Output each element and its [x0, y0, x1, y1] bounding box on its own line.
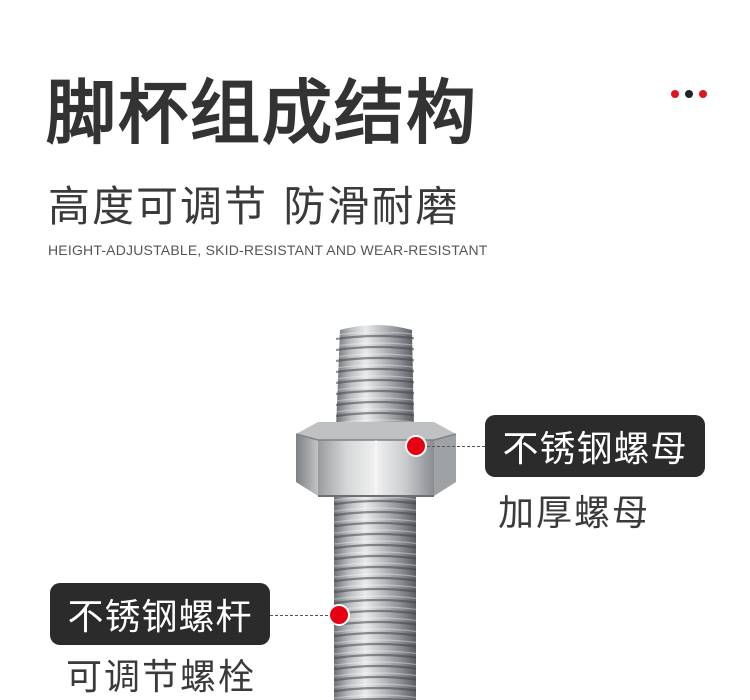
- page-subtitle: 高度可调节 防滑耐磨: [48, 182, 460, 231]
- english-subtitle: HEIGHT-ADJUSTABLE, SKID-RESISTANT AND WE…: [48, 242, 488, 258]
- page-title: 脚杯组成结构: [46, 72, 478, 154]
- nut-caption: 加厚螺母: [498, 493, 651, 534]
- red-dot-icon: [671, 90, 679, 98]
- red-dot-icon: [699, 90, 707, 98]
- rod-leader-line: [270, 615, 328, 616]
- bolt-lower-thread: [334, 496, 416, 700]
- rod-marker-dot-icon: [328, 604, 350, 626]
- nut-leader-line: [427, 446, 485, 447]
- hex-nut: [295, 422, 457, 497]
- bolt-upper-thread: [336, 325, 414, 428]
- nut-marker-dot-icon: [405, 435, 427, 457]
- nut-label-badge: 不锈钢螺母: [485, 415, 705, 477]
- decorative-dots: [671, 90, 711, 98]
- dark-dot-icon: [685, 90, 693, 98]
- rod-label-badge: 不锈钢螺杆: [50, 583, 270, 645]
- rod-caption: 可调节螺栓: [66, 657, 257, 698]
